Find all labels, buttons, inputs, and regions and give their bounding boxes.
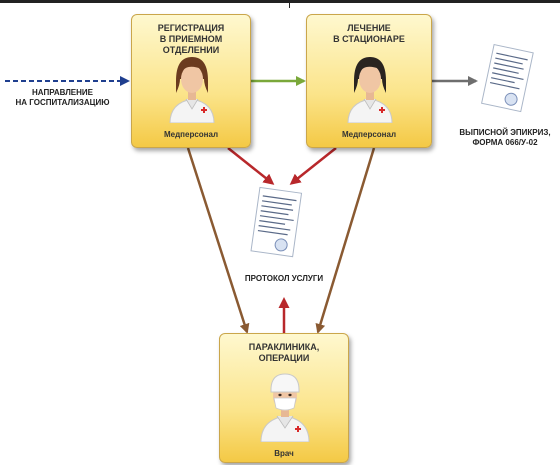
nurse-icon (169, 57, 215, 123)
registration-title: РЕГИСТРАЦИЯ В ПРИЕМНОМ ОТДЕЛЕНИИ (157, 23, 225, 55)
discharge-label: ВЫПИСНОЙ ЭПИКРИЗ, ФОРМА 066/У-02 (459, 128, 551, 147)
arrow-treatment-to-protocol (289, 147, 337, 185)
paraclinic-card[interactable]: ПАРАКЛИНИКА, ОПЕРАЦИИ Врач (219, 333, 349, 463)
document-icon (250, 186, 303, 258)
doctor-icon (260, 373, 310, 442)
arrow-treatment-to-paraclinic (315, 147, 376, 334)
paraclinic-title: ПАРАКЛИНИКА, ОПЕРАЦИИ (248, 342, 320, 363)
arrow-registration-to-protocol (227, 147, 275, 185)
paraclinic-role: Врач (274, 449, 294, 458)
treatment-card[interactable]: ЛЕЧЕНИЕ В СТАЦИОНАРЕ Медперсонал (306, 14, 432, 148)
treatment-role: Медперсонал (341, 130, 397, 139)
nurse-icon (347, 57, 393, 123)
protocol-label: ПРОТОКОЛ УСЛУГИ (244, 274, 324, 283)
top-border-line (0, 0, 560, 8)
arrow-registration-to-paraclinic (186, 147, 250, 334)
registration-card[interactable]: РЕГИСТРАЦИЯ В ПРИЕМНОМ ОТДЕЛЕНИИ Медперс… (131, 14, 251, 148)
referral-label: НАПРАВЛЕНИЕ НА ГОСПИТАЛИЗАЦИЮ (15, 88, 110, 107)
registration-role: Медперсонал (163, 130, 219, 139)
document-icon (481, 43, 534, 113)
treatment-title: ЛЕЧЕНИЕ В СТАЦИОНАРЕ (333, 23, 405, 44)
